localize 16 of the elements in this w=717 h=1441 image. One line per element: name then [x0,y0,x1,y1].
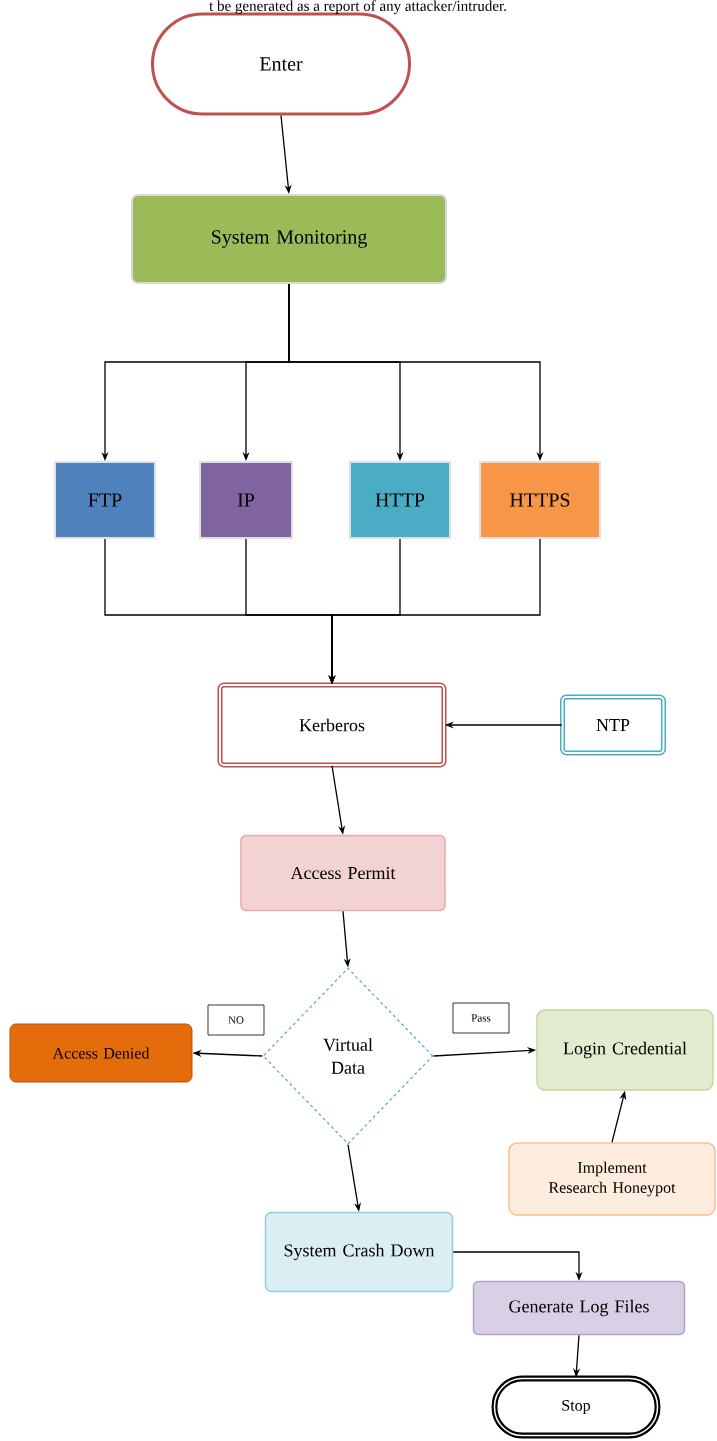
process-box: System Crash Down [264,1211,454,1293]
process-box: NTP [560,694,666,756]
process-box: Access Permit [240,834,446,912]
process-box: Generate Log Files [472,1280,686,1336]
process-box: FTP [54,461,156,539]
note-text: t be generated as a report of any attacker/intruder. [209,0,506,14]
process-box: Access Denied [9,1023,193,1083]
edge-label: Pass [452,1002,510,1034]
process-box: Kerberos [217,682,447,768]
process-box: Login Credential [536,1009,714,1091]
edge-label: NO [207,1004,265,1036]
process-box: HTTP [349,461,451,539]
process-box: System Monitoring [131,194,447,284]
process-box: HTTPS [479,461,601,539]
process-box: IP [199,461,293,539]
process-box: Implement Research Honeypot [508,1142,716,1216]
